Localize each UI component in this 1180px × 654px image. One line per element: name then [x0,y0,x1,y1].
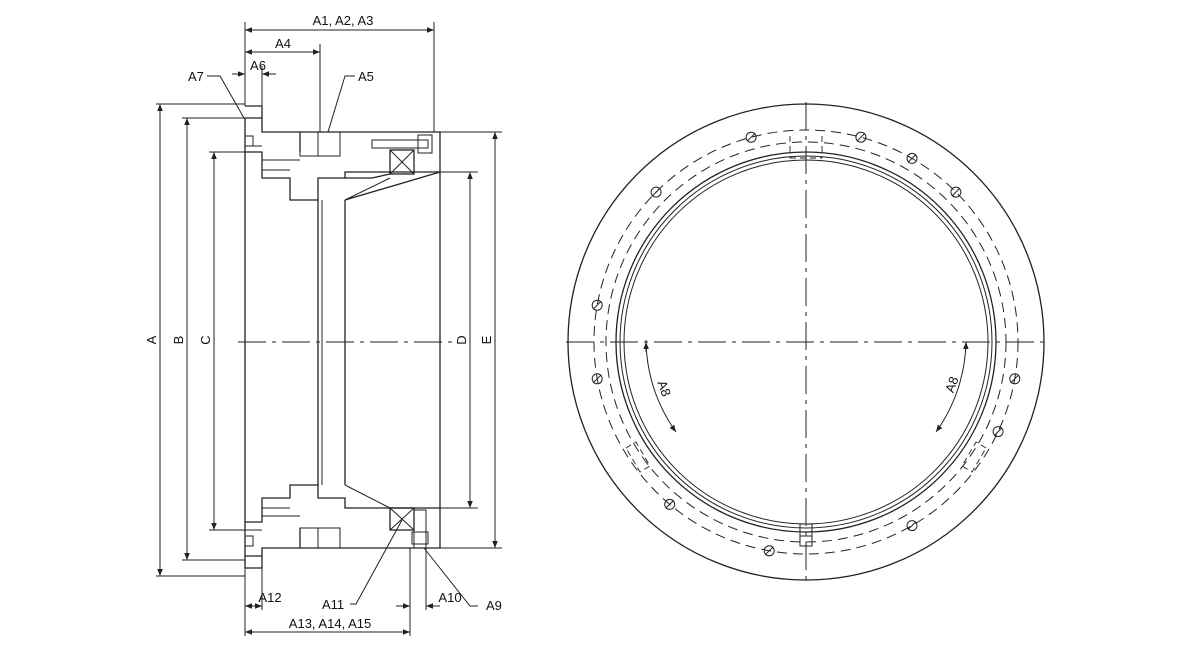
section-top-half [244,105,441,568]
label-a13-a14-a15: A13, A14, A15 [289,616,371,631]
extension-lines [156,22,502,636]
label-a12: A12 [258,590,281,605]
bolt-hole [664,498,676,510]
label-a8-right: A8 [942,374,962,394]
bottom-notch [799,523,813,547]
bolt-hole [906,152,918,164]
bolt-hole [950,186,962,198]
bolt-hole [650,186,662,198]
bolt-holes [591,131,1021,557]
label-a7: A7 [188,69,204,84]
leader-lines [207,75,478,607]
a8-right-arc [935,341,969,433]
label-c: C [198,335,213,344]
bolt-hole [591,299,603,311]
dimension-lines [157,27,498,635]
front-view: A8 A8 [566,102,1048,582]
label-a9: A9 [486,598,502,613]
a8-left-arc [643,341,677,433]
section-view: A1, A2, A3 A4 A6 A7 A5 A B C D E A12 A11… [144,13,502,636]
label-a6: A6 [250,58,266,73]
label-a: A [144,335,159,344]
bolt-hole [591,373,603,385]
bolt-hole [1009,373,1021,385]
label-a1-a2-a3: A1, A2, A3 [313,13,374,28]
section-middle [317,171,441,508]
right-notch [961,441,987,473]
label-a11: A11 [322,597,344,612]
bolt-hole [763,545,775,557]
bolt-hole [855,131,867,143]
label-b: B [171,336,186,345]
label-a8-left: A8 [654,378,674,398]
label-d: D [454,335,469,344]
label-e: E [479,335,494,344]
bolt-hole [992,426,1004,438]
bolt-hole [906,520,918,532]
label-a4: A4 [275,36,291,51]
label-a5: A5 [358,69,374,84]
top-notch [789,136,823,159]
left-notch [625,340,651,473]
bolt-hole [745,131,757,143]
label-a10: A10 [438,590,461,605]
section-bottom-half [244,484,441,569]
